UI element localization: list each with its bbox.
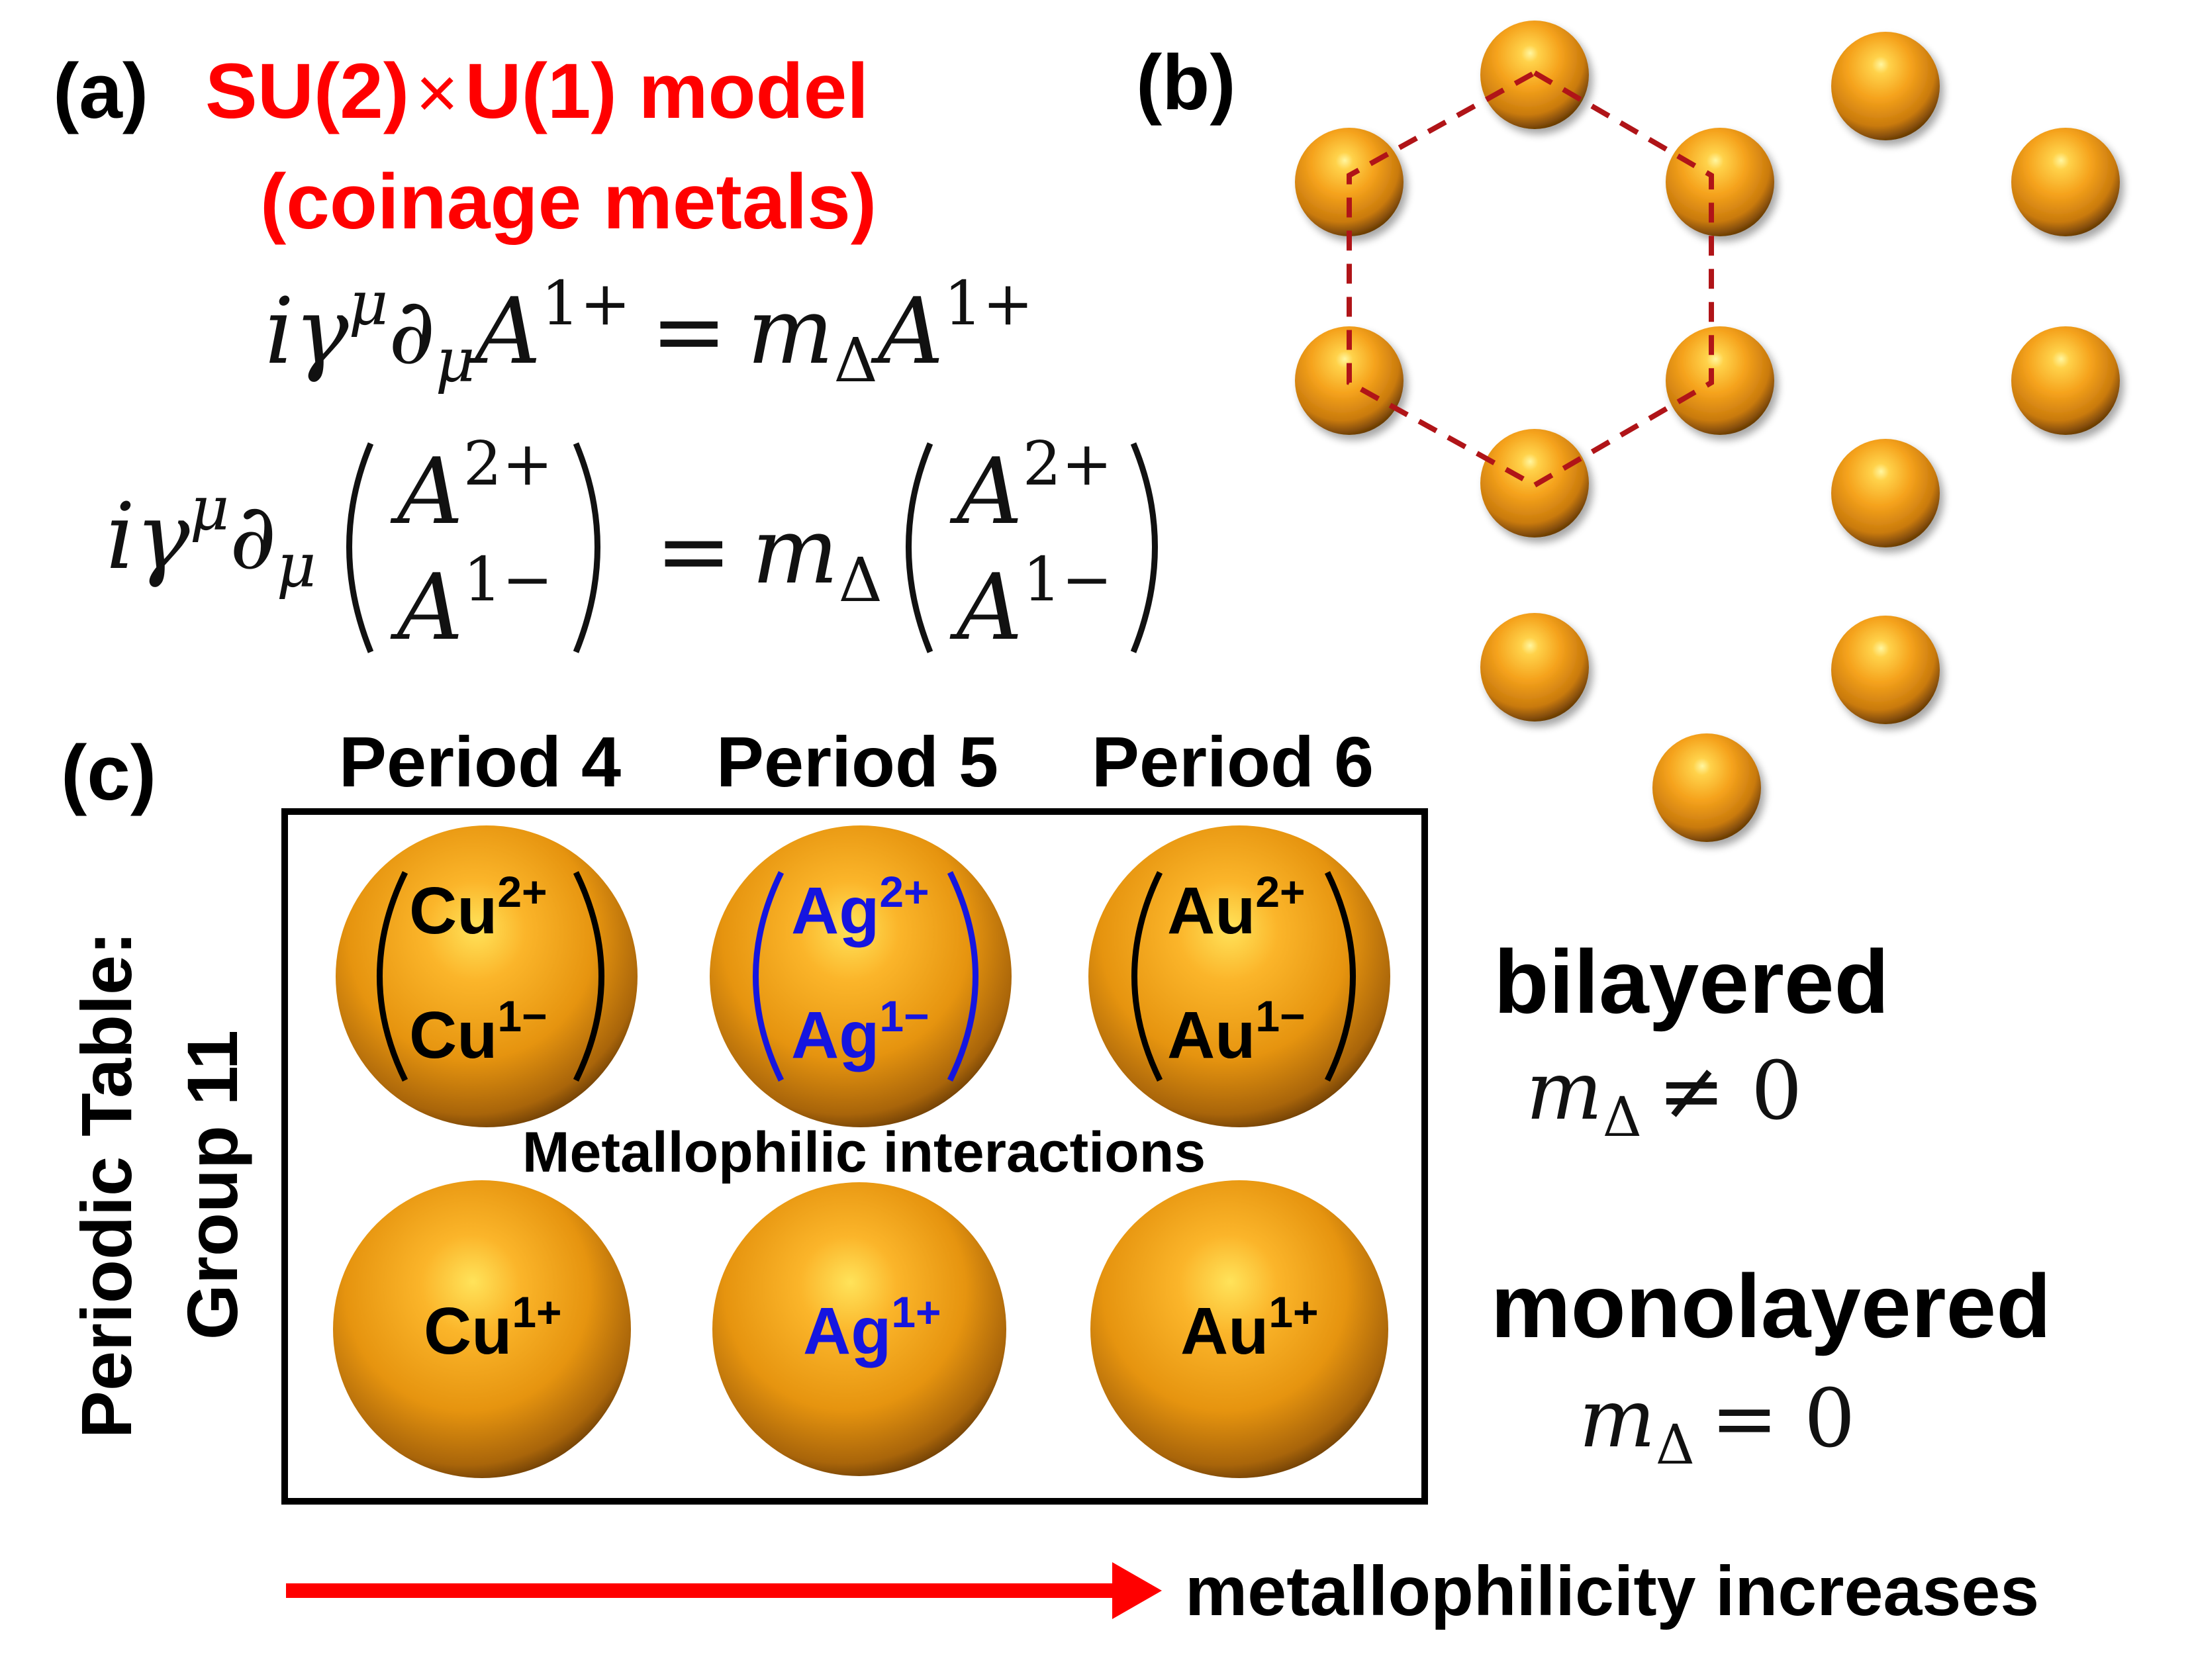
- eq1-mu-sub: μ: [436, 325, 475, 396]
- eq2-left-top: A2+: [390, 428, 553, 545]
- cu-2plus: Cu2+: [409, 867, 548, 948]
- ag-paren-close: [947, 871, 978, 1082]
- lattice-sphere: [2011, 128, 2120, 236]
- panel-a: (a) SU(2)×U(1) model (coinage metals) iγ…: [53, 48, 1158, 661]
- eq2-mu-sub: μ: [277, 530, 316, 601]
- eq2-right-bottom: A1−: [949, 544, 1112, 661]
- au-paren-open: [1131, 871, 1163, 1082]
- au-paren-close: [1324, 871, 1356, 1082]
- eq2-left-paren-close: [573, 442, 600, 653]
- panel-c: (c) Period 4 Period 5 Period 6 Periodic …: [61, 722, 2051, 1630]
- eq2-igamma: iγ: [106, 483, 190, 590]
- lattice-sphere: [2011, 326, 2120, 435]
- equation-1: iγμ∂μA1+=mΔA1+: [265, 268, 1033, 396]
- eq2-right-paren-open: [906, 442, 933, 653]
- sphere-cu-bilayer: [336, 825, 638, 1127]
- au-1plus: Au1+: [1180, 1287, 1319, 1368]
- arrow-head: [1112, 1562, 1162, 1619]
- panel-a-title-line1: SU(2)×U(1) model: [205, 48, 869, 135]
- group-11-box: [281, 808, 1428, 1505]
- title-su2: SU(2): [205, 48, 409, 135]
- eq2-equals-mass: =mΔ: [655, 498, 882, 616]
- bilayered-mass-relation: mΔ≠ 0: [1526, 1044, 1803, 1149]
- eq1-rhs-field: A: [871, 278, 944, 385]
- eq2-right-paren-close: [1130, 442, 1158, 653]
- eq1-mass: m: [747, 278, 834, 385]
- arrow-label: metallophilicity increases: [1185, 1552, 2039, 1630]
- metallophilicity-arrow: [286, 1562, 1162, 1619]
- eq2-mu-sup: μ: [190, 473, 230, 544]
- monolayered-label: monolayered: [1491, 1256, 2051, 1356]
- au-1minus: Au1−: [1167, 992, 1306, 1072]
- lattice-sphere: [1666, 326, 1774, 435]
- sphere-ag-bilayer: [710, 825, 1012, 1127]
- lattice-sphere: [1652, 733, 1761, 842]
- cu-pair: Cu2+ Cu1−: [377, 867, 604, 1082]
- eq1-field-sup: 1+: [541, 268, 631, 339]
- panel-b-label: (b): [1136, 39, 1236, 126]
- au-2plus: Au2+: [1167, 867, 1306, 948]
- monolayered-mass-relation: mΔ= 0: [1579, 1372, 1856, 1477]
- lattice-sphere: [1831, 616, 1940, 724]
- lattice-sphere: [1831, 32, 1940, 140]
- title-times: ×: [416, 52, 458, 134]
- eq1-igamma: iγ: [265, 278, 349, 385]
- lattice-sphere: [1831, 439, 1940, 547]
- side-label-group-11: Group 11: [172, 1030, 252, 1340]
- ag-1minus: Ag1−: [791, 992, 929, 1072]
- ag-1plus: Ag1+: [803, 1287, 941, 1368]
- eq1-mu-sup: μ: [349, 268, 389, 339]
- panel-c-label: (c): [61, 729, 156, 817]
- ag-paren-open: [753, 871, 785, 1082]
- period-5-label: Period 5: [716, 722, 998, 802]
- panel-a-title-line2: (coinage metals): [260, 158, 877, 246]
- ag-pair: Ag2+ Ag1−: [753, 867, 978, 1082]
- period-6-label: Period 6: [1092, 722, 1374, 802]
- au-pair: Au2+ Au1−: [1131, 867, 1356, 1082]
- ag-2plus: Ag2+: [791, 867, 929, 948]
- lattice-spheres: [1295, 21, 2120, 842]
- eq2-partial: ∂: [229, 483, 276, 590]
- eq2-left-bottom: A1−: [390, 544, 553, 661]
- eq1-mass-sub: Δ: [833, 325, 877, 396]
- panel-b: (b): [1136, 21, 2120, 842]
- lattice-sphere: [1480, 613, 1589, 722]
- panel-a-label: (a): [53, 48, 148, 135]
- eq1-field: A: [468, 278, 542, 385]
- eq2-lhs: iγμ∂μ: [106, 473, 316, 601]
- cu-paren-close: [573, 871, 604, 1082]
- sphere-ag-monolayer: [712, 1182, 1006, 1476]
- cu-paren-open: [377, 871, 408, 1082]
- hexagon-outline: [1347, 70, 1714, 489]
- sphere-cu-monolayer: [333, 1180, 631, 1478]
- bilayer-spheres: [336, 825, 1390, 1127]
- bilayered-label: bilayered: [1494, 931, 1889, 1032]
- monolayer-spheres: [333, 1180, 1388, 1478]
- cu-1plus: Cu1+: [424, 1287, 562, 1368]
- lattice-sphere: [1666, 128, 1774, 236]
- cu-1minus: Cu1−: [409, 992, 548, 1072]
- side-label-periodic-table: Periodic Table:: [66, 931, 146, 1438]
- eq1-rhs-sup: 1+: [944, 268, 1034, 339]
- title-u1-model: U(1) model: [465, 48, 869, 135]
- eq2-left-paren-open: [346, 442, 374, 653]
- eq1-partial: ∂: [388, 278, 435, 385]
- sphere-au-bilayer: [1088, 825, 1390, 1127]
- eq2-right-top: A2+: [949, 428, 1112, 545]
- period-4-label: Period 4: [339, 722, 621, 802]
- equation-2: iγμ∂μ A2+ A1− =mΔ A2+ A1−: [106, 428, 1158, 661]
- metallophilic-interactions-label: Metallophilic interactions: [522, 1121, 1206, 1184]
- sphere-au-monolayer: [1090, 1180, 1388, 1478]
- eq1-equals: =: [651, 278, 728, 385]
